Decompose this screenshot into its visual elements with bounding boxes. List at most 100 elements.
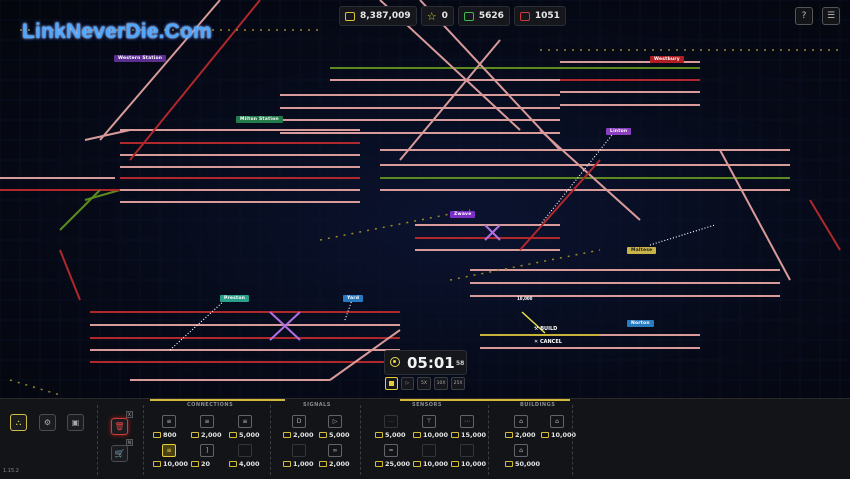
- divider: [97, 405, 98, 475]
- track-segment: [59, 189, 101, 231]
- cash-icon: [319, 461, 327, 467]
- connection-tool[interactable]: ]20: [188, 442, 228, 470]
- gear-icon: ⚙: [43, 418, 52, 427]
- track-layer[interactable]: [0, 0, 850, 400]
- wallet-icon: [345, 11, 355, 21]
- hammer-icon: ⚒: [534, 326, 541, 332]
- station-label[interactable]: Preston: [220, 295, 250, 302]
- track-segment: [484, 224, 501, 241]
- sensor-tool[interactable]: ⊤10,000: [410, 413, 450, 441]
- menu-button[interactable]: ☰: [822, 7, 840, 25]
- cash-icon: [375, 432, 383, 438]
- sensor-icon: —: [384, 415, 398, 428]
- stars-value: 0: [441, 11, 448, 21]
- trains-arrived-counter: 5626: [457, 6, 510, 26]
- cash-icon: [191, 461, 199, 467]
- save-button[interactable]: ▣: [67, 414, 84, 431]
- depot-icon: ⌂: [514, 444, 528, 457]
- signal-tool[interactable]: 1,000: [280, 442, 320, 470]
- cash-icon: [153, 461, 161, 467]
- speed-5x-button[interactable]: 5X: [417, 377, 431, 390]
- cash-icon: [191, 432, 199, 438]
- track-icon: ≡: [162, 444, 176, 457]
- signal-tool[interactable]: ▷5,000: [316, 413, 356, 441]
- station-label[interactable]: Linton: [606, 128, 632, 135]
- build-mode-button[interactable]: ⛬: [10, 414, 27, 431]
- track-icon: [238, 444, 252, 457]
- stop-icon: [389, 381, 394, 386]
- cash-icon: [283, 432, 291, 438]
- building-tool[interactable]: ⌂50,000: [502, 442, 542, 470]
- delete-hotkey: X: [126, 411, 133, 418]
- sensor-tool[interactable]: 10,000: [410, 442, 450, 470]
- track-segment: [9, 379, 61, 396]
- sensor-tool[interactable]: 10,000: [448, 442, 488, 470]
- watermark: LinkNeverDie.Com: [22, 20, 212, 43]
- station-label[interactable]: Milton Station: [236, 116, 283, 123]
- connection-tool[interactable]: 4,000: [226, 442, 266, 470]
- track-segment: [719, 149, 791, 281]
- station-label[interactable]: Maltese: [627, 247, 657, 254]
- cash-icon: [451, 432, 459, 438]
- money-value: 8,387,009: [360, 11, 411, 21]
- speed-10x-button[interactable]: 10X: [434, 377, 448, 390]
- version-label: 1.15.2: [3, 468, 19, 474]
- trains-failed-value: 1051: [534, 11, 560, 21]
- cash-icon: [505, 432, 513, 438]
- settings-button[interactable]: ⚙: [39, 414, 56, 431]
- station-label[interactable]: Norton: [627, 320, 654, 327]
- station-label[interactable]: Westbury: [650, 56, 684, 63]
- divider: [143, 405, 144, 475]
- building-tool[interactable]: ⌂10,000: [538, 413, 578, 441]
- objectives-icon: ?: [801, 11, 807, 21]
- cash-icon: [229, 432, 237, 438]
- stars-counter: ☆ 0: [420, 6, 454, 26]
- infinity-icon: ∞: [328, 444, 342, 457]
- cash-icon: [413, 461, 421, 467]
- section-title-signals: Signals: [303, 402, 331, 408]
- station-label[interactable]: Yard: [343, 295, 364, 302]
- shop-button[interactable]: 🛒: [111, 445, 128, 462]
- divider: [270, 405, 271, 475]
- signal-tool[interactable]: ∞2,000: [316, 442, 356, 470]
- speed-25x-button[interactable]: 25X: [451, 377, 465, 390]
- sensor-tool[interactable]: —5,000: [372, 413, 412, 441]
- track-segment: [129, 0, 261, 161]
- station-label[interactable]: Western Station: [114, 55, 167, 62]
- shop-hotkey: N: [126, 439, 133, 446]
- sensor-tool[interactable]: =25,000: [372, 442, 412, 470]
- build-button[interactable]: ⚒ BUILD: [534, 326, 558, 332]
- connection-tool[interactable]: ≡5,000: [226, 413, 266, 441]
- connection-tool[interactable]: ≡2,000: [188, 413, 228, 441]
- clock-time: 05:01: [407, 354, 455, 372]
- delete-button[interactable]: 🗑: [111, 418, 128, 435]
- sensor-icon: [422, 444, 436, 457]
- menu-icon: ☰: [826, 11, 836, 21]
- cash-icon: [153, 432, 161, 438]
- speed-1x-button[interactable]: ▷: [401, 377, 414, 390]
- game-clock: 05:01 58: [384, 350, 467, 375]
- station-label[interactable]: Zwave: [450, 211, 476, 218]
- rail-network-map[interactable]: [0, 0, 850, 400]
- objectives-button[interactable]: ?: [795, 7, 813, 25]
- cash-icon: [375, 461, 383, 467]
- divider: [572, 405, 573, 475]
- connection-tool-selected[interactable]: ≡10,000: [150, 442, 190, 470]
- track-segment: [99, 0, 221, 141]
- speed-stop-button[interactable]: [385, 377, 398, 390]
- track-icon: ≡: [162, 415, 176, 428]
- record-icon[interactable]: [390, 357, 400, 367]
- divider: [360, 405, 361, 475]
- track-segment: [521, 311, 546, 334]
- building-tool[interactable]: ⌂2,000: [502, 413, 542, 441]
- connection-tool[interactable]: ≡800: [150, 413, 190, 441]
- train-bad-icon: [519, 11, 530, 21]
- train-ok-icon: [463, 11, 474, 21]
- divider: [488, 405, 489, 475]
- track-segment: [319, 209, 471, 241]
- trains-failed-counter: 1051: [513, 6, 566, 26]
- sensor-tool[interactable]: ⋯15,000: [448, 413, 488, 441]
- play-icon: ▷: [405, 381, 410, 386]
- cancel-button[interactable]: ✕ CANCEL: [534, 339, 562, 345]
